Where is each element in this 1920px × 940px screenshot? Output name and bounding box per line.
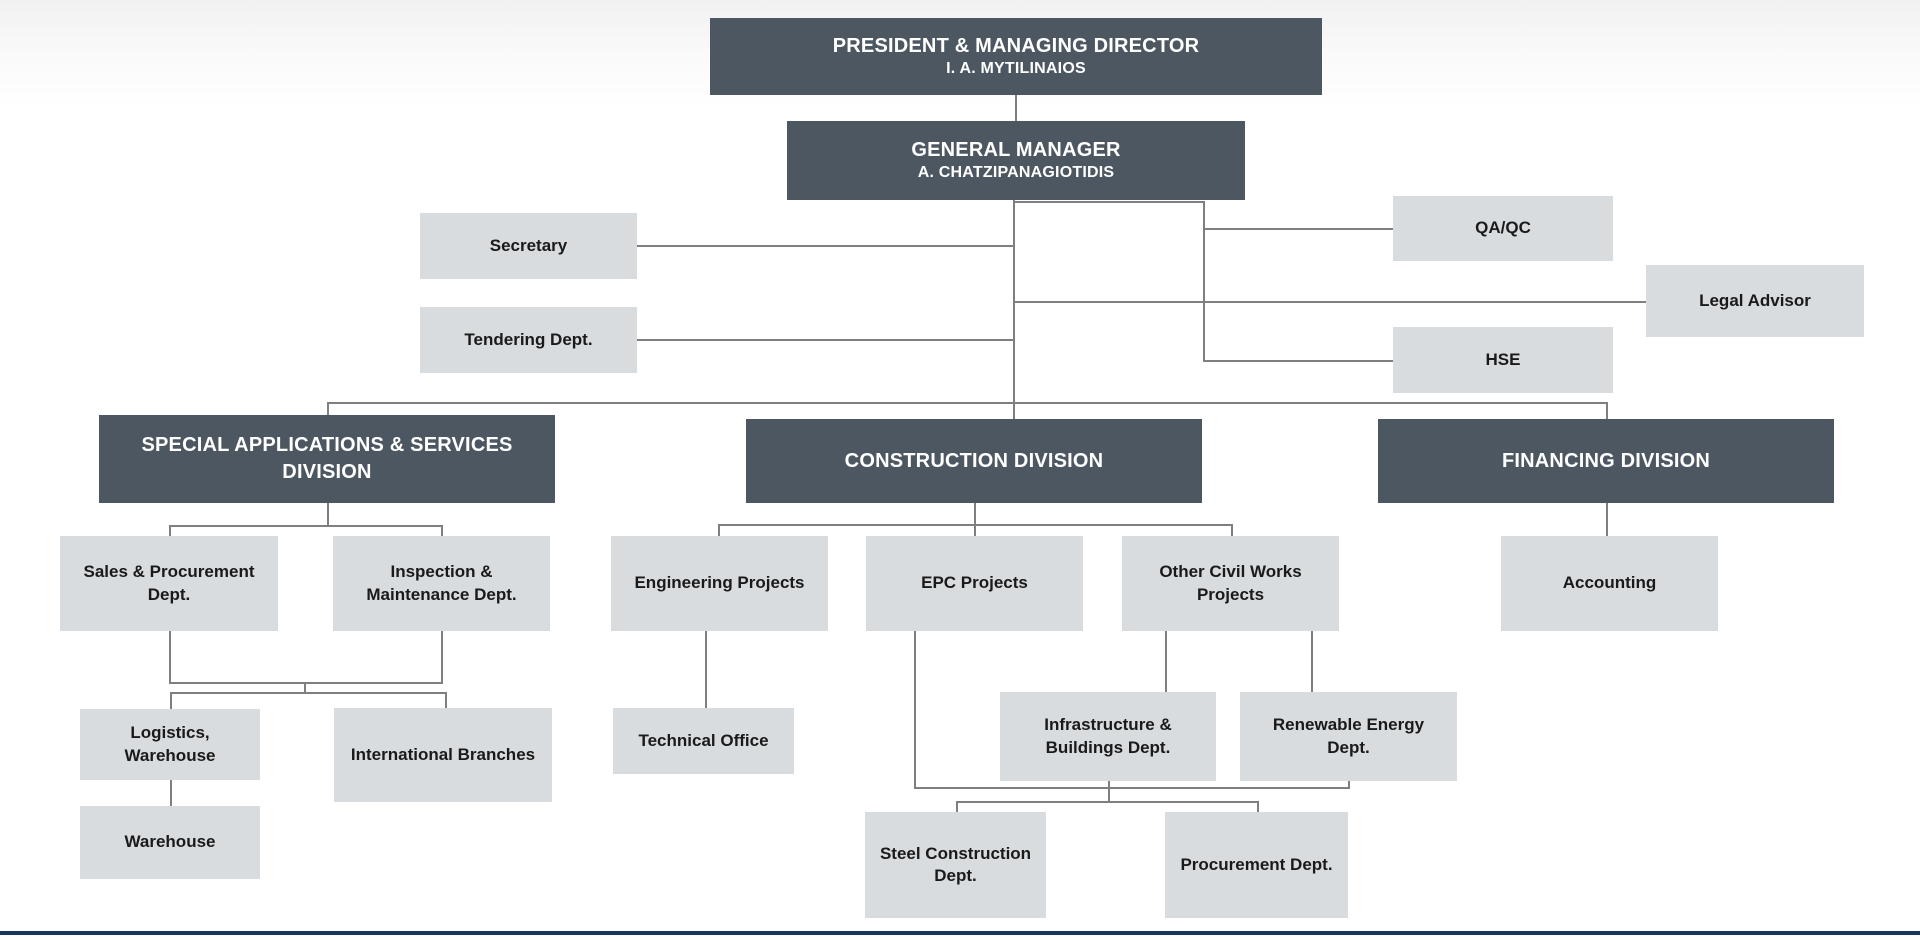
connector-lower-bus (914, 787, 1350, 789)
connector-divisions-bus (327, 402, 1608, 404)
tendering-label: Tendering Dept. (464, 329, 593, 349)
engineering-projects-label: Engineering Projects (634, 573, 805, 593)
connector-renewable-stub (1348, 781, 1350, 789)
connector-tendering (637, 339, 1015, 341)
connector-gm-trunk (1013, 200, 1015, 419)
node-financing-division: FINANCING DIVISION (1378, 419, 1834, 503)
node-international-branches: International Branches (334, 708, 552, 802)
node-warehouse: Warehouse (80, 806, 260, 879)
node-legal-advisor: Legal Advisor (1646, 265, 1864, 337)
financing-division-label: FINANCING DIVISION (1501, 449, 1711, 472)
connector-sales-drop (169, 525, 171, 537)
legal-advisor-label: Legal Advisor (1699, 290, 1811, 310)
president-title: PRESIDENT & MANAGING DIRECTOR (832, 35, 1200, 58)
connector-hse (1203, 360, 1393, 362)
president-name: I. A. MYTILINAIOS (946, 60, 1086, 78)
connector-inspection-drop (441, 525, 443, 537)
connector-sales-down (169, 631, 171, 684)
connector-merge-bus-lower (170, 692, 447, 694)
connector-special-stem (327, 503, 329, 526)
infrastructure-buildings-label: Infrastructure & Buildings Dept. (1044, 715, 1172, 757)
node-technical-office: Technical Office (613, 708, 794, 774)
connector-president-gm (1015, 95, 1017, 122)
procurement-label: Procurement Dept. (1180, 854, 1333, 874)
connector-engineering-drop (718, 524, 720, 537)
technical-office-label: Technical Office (638, 730, 769, 750)
connector-merge-stub (304, 682, 306, 694)
connector-construction-stem (974, 503, 976, 537)
logistics-warehouse-label: Logistics, Warehouse (124, 723, 216, 765)
footer-rule (0, 931, 1920, 935)
connector-special-fan (169, 525, 443, 527)
connector-othercivil-drop (1231, 524, 1233, 537)
connector-logistics-drop (170, 692, 172, 709)
node-hse: HSE (1393, 327, 1613, 393)
other-civil-works-label: Other Civil Works Projects (1159, 562, 1302, 604)
connector-steel-drop (956, 801, 958, 813)
node-sales-procurement-dept: Sales & Procurement Dept. (60, 536, 278, 631)
node-tendering-dept: Tendering Dept. (420, 307, 637, 373)
node-renewable-energy-dept: Renewable Energy Dept. (1240, 692, 1457, 781)
connector-steel-procurement-bus (956, 801, 1259, 803)
connector-warehouse-drop (170, 780, 172, 806)
connector-construction-fan (718, 524, 1233, 526)
node-other-civil-works-projects: Other Civil Works Projects (1122, 536, 1339, 631)
connector-technical-office-drop (705, 631, 707, 708)
connector-accounting-drop (1606, 503, 1608, 537)
epc-projects-label: EPC Projects (921, 573, 1028, 593)
node-general-manager: GENERAL MANAGER A. CHATZIPANAGIOTIDIS (787, 121, 1245, 200)
connector-inspection-down (441, 631, 443, 684)
general-manager-title: GENERAL MANAGER (911, 139, 1121, 162)
connector-financing-drop (1606, 402, 1608, 420)
node-engineering-projects: Engineering Projects (611, 536, 828, 631)
node-infrastructure-buildings-dept: Infrastructure & Buildings Dept. (1000, 692, 1216, 781)
international-branches-label: International Branches (350, 744, 536, 764)
node-logistics-warehouse: Logistics, Warehouse (80, 709, 260, 780)
connector-right-staff-drop (1203, 201, 1205, 362)
general-manager-name: A. CHATZIPANAGIOTIDIS (917, 164, 1115, 182)
connector-international-drop (445, 692, 447, 708)
node-accounting: Accounting (1501, 536, 1718, 631)
construction-division-label: CONSTRUCTION DIVISION (844, 449, 1104, 472)
connector-merge-bus-upper (169, 682, 443, 684)
steel-construction-label: Steel Construction Dept. (879, 843, 1032, 885)
accounting-label: Accounting (1562, 573, 1657, 593)
node-president: PRESIDENT & MANAGING DIRECTOR I. A. MYTI… (710, 18, 1322, 95)
connector-gm-right-elbow (1013, 201, 1205, 203)
connector-epc-down (914, 631, 916, 789)
warehouse-label: Warehouse (124, 832, 216, 852)
inspection-maintenance-label: Inspection & Maintenance Dept. (366, 562, 517, 604)
node-special-applications-division: SPECIAL APPLICATIONS & SERVICES DIVISION (99, 415, 555, 503)
node-steel-construction-dept: Steel Construction Dept. (865, 812, 1046, 918)
connector-infrastructure-stem (1108, 781, 1110, 803)
connector-special-drop (327, 402, 329, 416)
node-secretary: Secretary (420, 213, 637, 279)
connector-infrastructure-drop (1165, 631, 1167, 692)
qa-qc-label: QA/QC (1475, 218, 1531, 238)
connector-procurement-drop (1257, 801, 1259, 813)
node-epc-projects: EPC Projects (866, 536, 1083, 631)
secretary-label: Secretary (489, 235, 568, 255)
hse-label: HSE (1485, 349, 1521, 369)
connector-renewable-drop (1311, 631, 1313, 692)
node-procurement-dept: Procurement Dept. (1165, 812, 1348, 918)
connector-legal-advisor (1014, 301, 1647, 303)
sales-procurement-label: Sales & Procurement Dept. (83, 562, 255, 604)
connector-qaqc (1203, 228, 1393, 230)
connector-secretary (637, 245, 1015, 247)
renewable-energy-label: Renewable Energy Dept. (1272, 715, 1425, 757)
node-inspection-maintenance-dept: Inspection & Maintenance Dept. (333, 536, 550, 631)
special-applications-division-label: SPECIAL APPLICATIONS & SERVICES DIVISION (141, 434, 513, 483)
node-qa-qc: QA/QC (1393, 196, 1613, 261)
node-construction-division: CONSTRUCTION DIVISION (746, 419, 1202, 503)
